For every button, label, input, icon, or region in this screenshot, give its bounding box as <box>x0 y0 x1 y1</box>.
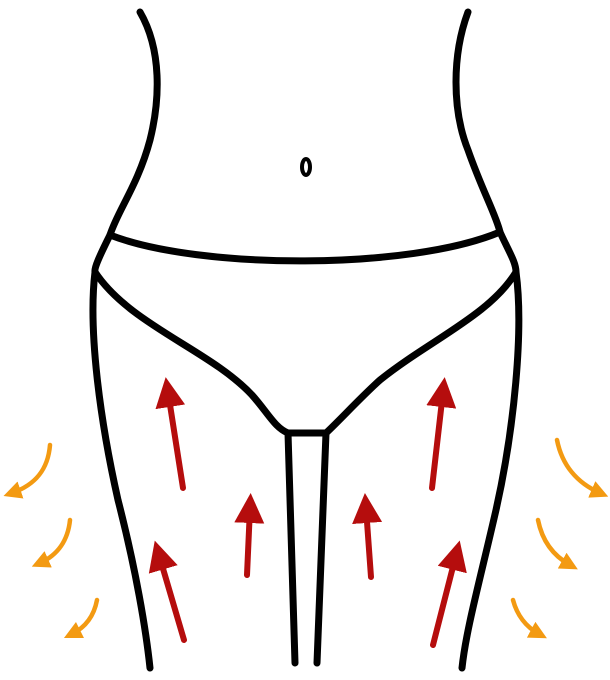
lift-arrow-1 <box>155 377 186 491</box>
outward-arrow-3 <box>63 597 100 639</box>
lift-arrow-4 <box>352 493 383 580</box>
outward-arrow-1 <box>3 442 53 499</box>
lift-arrow-2 <box>426 377 457 491</box>
body-outline <box>89 8 523 672</box>
right-side-contour <box>452 8 523 672</box>
outward-arrow-2 <box>31 517 73 568</box>
navel <box>300 157 312 177</box>
lift-arrow-5 <box>148 540 187 643</box>
outward-arrow-4 <box>554 437 609 498</box>
left-inner-thigh-line <box>284 429 299 667</box>
underwear-leg-line <box>91 268 520 437</box>
waistband-line <box>106 228 504 265</box>
left-side-contour <box>89 8 161 672</box>
lift-arrow-3 <box>234 493 265 578</box>
outward-arrow-5 <box>535 517 578 570</box>
outward-arrows-group <box>3 437 609 639</box>
right-inner-thigh-line <box>313 429 330 667</box>
lift-arrow-6 <box>430 540 467 648</box>
outward-arrow-6 <box>510 597 547 639</box>
lift-arrows-group <box>148 377 467 648</box>
